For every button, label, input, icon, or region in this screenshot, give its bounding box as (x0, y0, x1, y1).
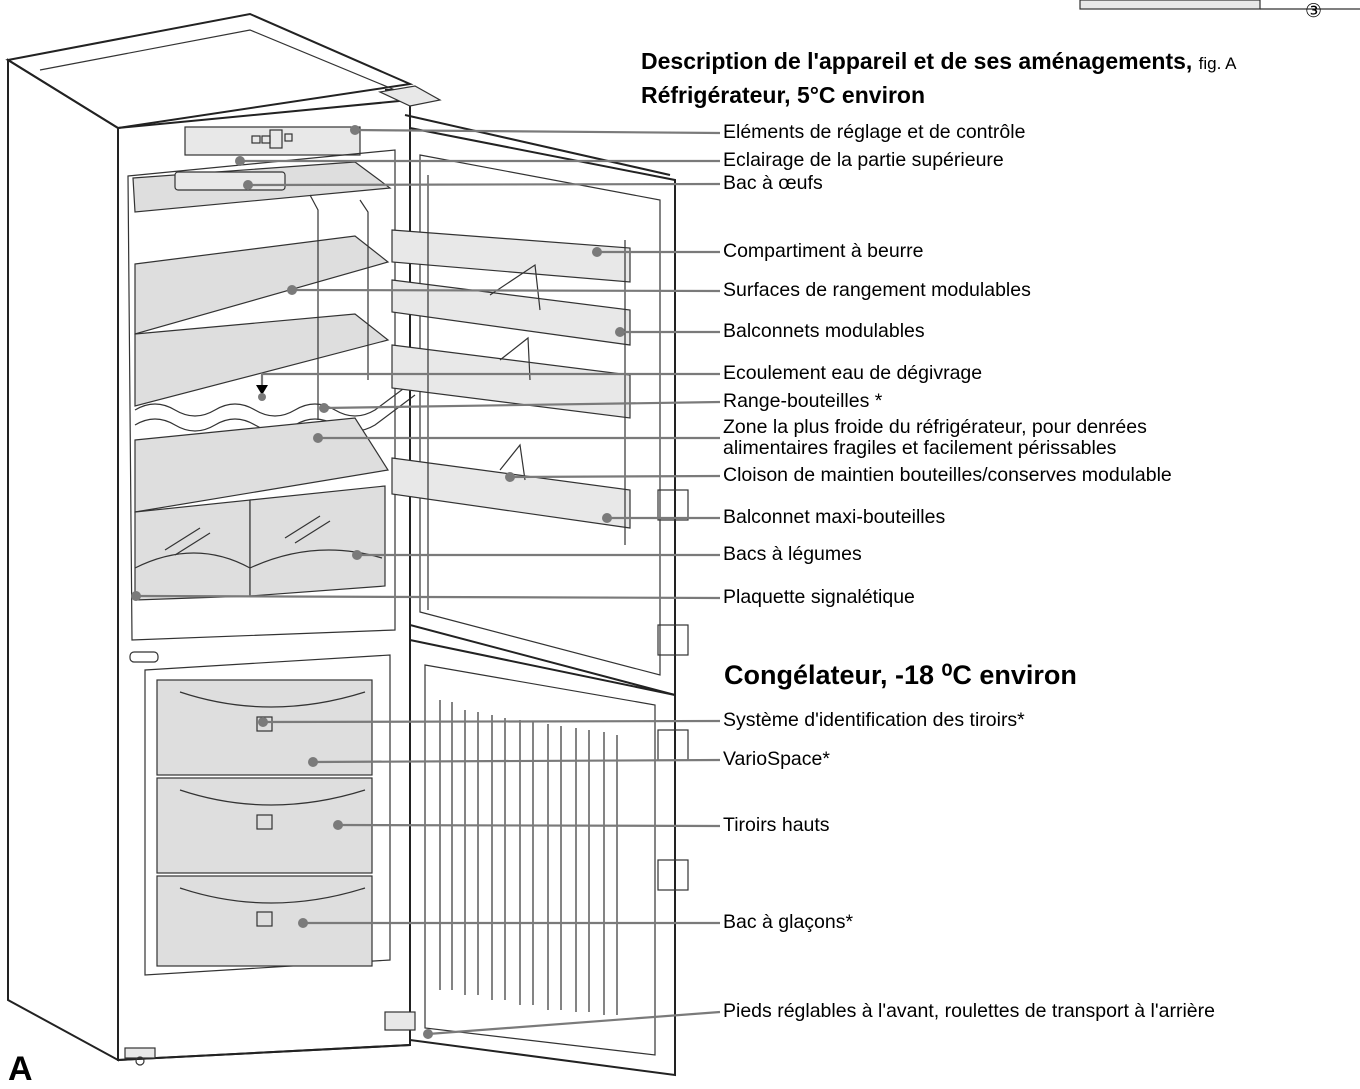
leader-line (262, 719, 721, 724)
fridge-interior (127, 149, 416, 641)
leader-dot (602, 513, 612, 523)
freezer-door (384, 638, 689, 1077)
leader-line (260, 372, 720, 389)
callout-label: Tiroirs hauts (723, 815, 830, 836)
leader-line (247, 182, 721, 187)
callout-label-line: Compartiment à beurre (723, 240, 924, 262)
leader-dot (131, 591, 141, 601)
callout-label: Bac à glaçons* (723, 912, 853, 933)
leader-dot (308, 757, 318, 767)
callout-label: Eclairage de la partie supérieure (723, 150, 1004, 171)
callout-label-line: Eclairage de la partie supérieure (723, 149, 1004, 171)
leader-line (291, 288, 721, 293)
fridge-door (391, 114, 689, 697)
callout-label: Balconnet maxi-bouteilles (723, 507, 945, 528)
callout-label: Compartiment à beurre (723, 241, 924, 262)
description-title: Description de l'appareil et de ses amén… (641, 48, 1236, 75)
callout-label-line: Eléments de réglage et de contrôle (723, 121, 1026, 143)
leader-dot (352, 550, 362, 560)
callout-label: Bac à œufs (723, 173, 823, 194)
callout-label-line: Zone la plus froide du réfrigérateur, po… (723, 416, 1147, 438)
callout-label: Surfaces de rangement modulables (723, 280, 1031, 301)
callout-label: Cloison de maintien bouteilles/conserves… (723, 465, 1172, 486)
callout-label-line: Balconnets modulables (723, 320, 925, 342)
freezer-drawers (129, 651, 391, 976)
callout-label-line: Balconnet maxi-bouteilles (723, 506, 946, 528)
leader-dot (333, 820, 343, 830)
leader-line (312, 758, 721, 764)
figure-letter: A (8, 1050, 33, 1088)
callout-label-line: Bac à glaçons* (723, 911, 854, 933)
leader-dot (615, 327, 625, 337)
leader-dot (423, 1029, 433, 1039)
leader-dot (258, 393, 266, 401)
leader-dot (313, 433, 323, 443)
callout-label: Eléments de réglage et de contrôle (723, 122, 1025, 143)
callout-label-line: alimentaires fragiles et facilement péri… (723, 437, 1117, 459)
leader-line (135, 594, 721, 600)
figure-reference: fig. A (1198, 54, 1237, 73)
callout-label-line: Bac à œufs (723, 172, 823, 194)
callout-label-line: Pieds réglables à l'avant, roulettes de … (723, 1000, 1215, 1022)
leader-dot (350, 125, 360, 135)
leader-line (354, 128, 721, 135)
callout-label-line: VarioSpace* (723, 748, 830, 770)
callout-label: Pieds réglables à l'avant, roulettes de … (723, 1001, 1215, 1022)
callout-label: Balconnets modulables (723, 321, 925, 342)
callout-label-line: Système d'identification des tiroirs* (723, 709, 1025, 731)
leader-arrowhead (256, 385, 268, 395)
base-feet (117, 1029, 433, 1066)
leader-line (337, 823, 721, 828)
callout-label: Système d'identification des tiroirs* (723, 710, 1025, 731)
leader-dot (243, 180, 253, 190)
leader-line (509, 474, 721, 479)
callout-label-line: Cloison de maintien bouteilles/conserves… (723, 464, 1172, 486)
callout-label-line: Range-bouteilles * (723, 390, 883, 412)
evaporator-tubes (439, 700, 618, 1015)
callout-label: Bacs à légumes (723, 544, 862, 565)
leader-dot (592, 247, 602, 257)
fridge-section-title: Réfrigérateur, 5°C environ (641, 82, 926, 108)
callout-label: Range-bouteilles * (723, 391, 882, 412)
leader-lines (131, 125, 721, 1039)
cabinet-body (5, 12, 442, 1062)
callout-label-line: Ecoulement eau de dégivrage (723, 362, 983, 384)
leader-dot (319, 403, 329, 413)
leader-dot (298, 918, 308, 928)
leader-dot (235, 156, 245, 166)
leader-dot (505, 472, 515, 482)
callout-label: VarioSpace* (723, 749, 830, 770)
callout-label-line: Plaquette signalétique (723, 586, 915, 608)
circled-number: ③ (1305, 1, 1323, 22)
leader-line (323, 400, 721, 410)
leader-dot (287, 285, 297, 295)
callout-label-line: Bacs à légumes (723, 543, 862, 565)
freezer-section-title: Congélateur, -18 ⁰C environ (724, 660, 1077, 690)
leader-dot (258, 717, 268, 727)
callout-label: Plaquette signalétique (723, 587, 915, 608)
callout-label-line: Tiroirs hauts (723, 814, 830, 836)
top-tab-graphic (1079, 0, 1360, 10)
callout-label: Zone la plus froide du réfrigérateur, po… (723, 417, 1147, 459)
callout-label-line: Surfaces de rangement modulables (723, 279, 1031, 301)
leader-line (427, 1010, 721, 1036)
callout-label: Ecoulement eau de dégivrage (723, 363, 982, 384)
description-title-text: Description de l'appareil et de ses amén… (641, 48, 1193, 74)
